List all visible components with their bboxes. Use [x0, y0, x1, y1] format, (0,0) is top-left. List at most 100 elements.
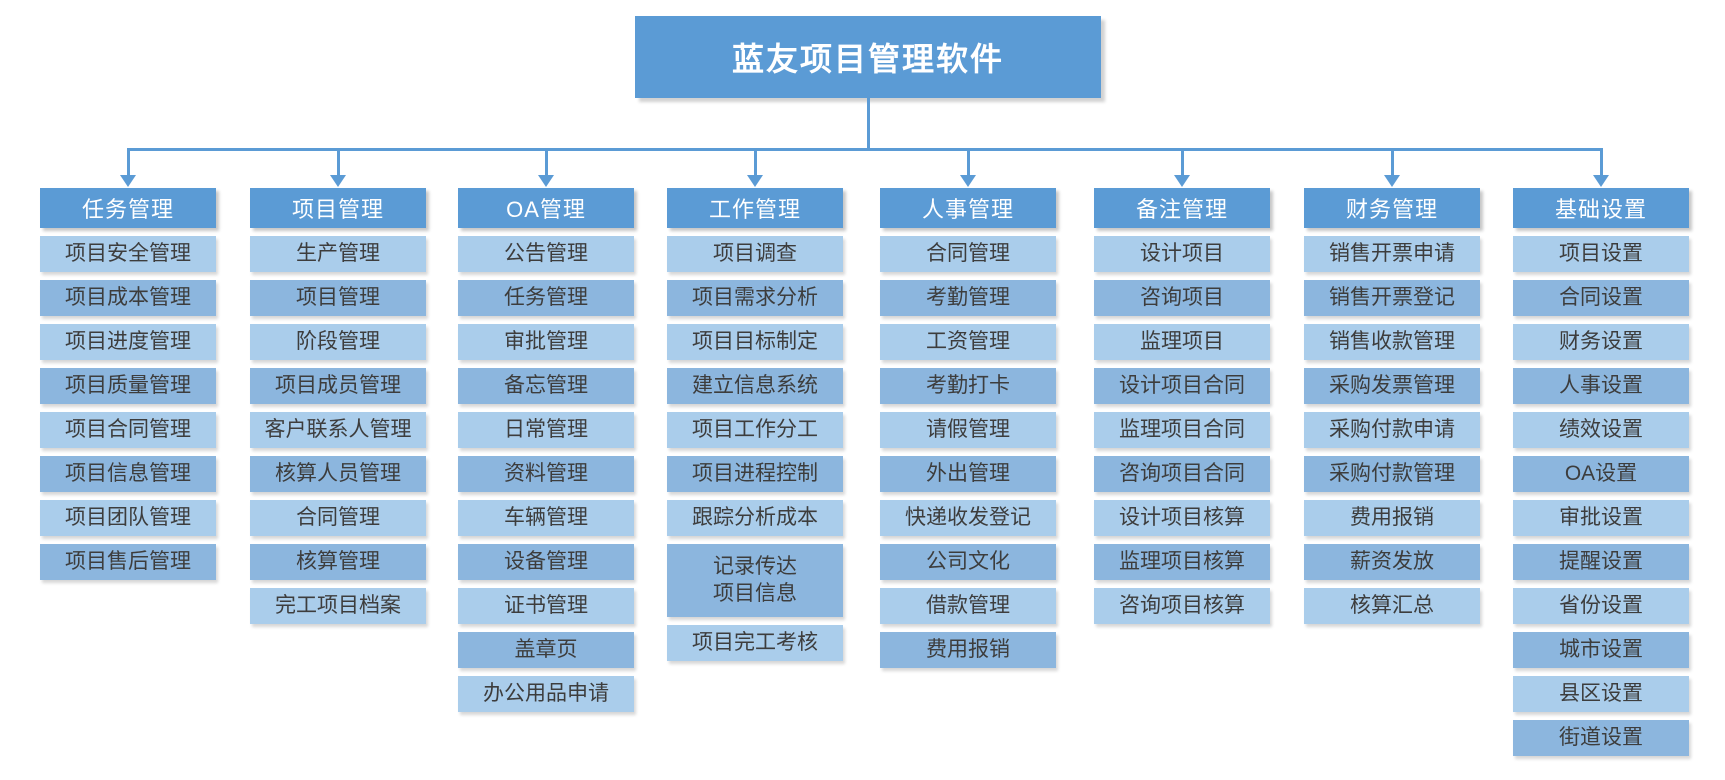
item-box: 项目进程控制	[667, 456, 843, 492]
item-box: 考勤管理	[880, 280, 1056, 316]
item-box: 项目质量管理	[40, 368, 216, 404]
column-7: 财务管理销售开票申请销售开票登记销售收款管理采购发票管理采购付款申请采购付款管理…	[1304, 188, 1480, 624]
item-box: 绩效设置	[1513, 412, 1689, 448]
item-box: 薪资发放	[1304, 544, 1480, 580]
item-box: 财务设置	[1513, 324, 1689, 360]
item-box: 采购付款管理	[1304, 456, 1480, 492]
item-box: 项目成本管理	[40, 280, 216, 316]
item-box: 备忘管理	[458, 368, 634, 404]
item-box: 建立信息系统	[667, 368, 843, 404]
item-box: 完工项目档案	[250, 588, 426, 624]
item-box: 跟踪分析成本	[667, 500, 843, 536]
column-header: 基础设置	[1513, 188, 1689, 228]
horizontal-rail-line	[126, 148, 1603, 151]
item-box: 阶段管理	[250, 324, 426, 360]
item-box: 项目设置	[1513, 236, 1689, 272]
item-box: 设备管理	[458, 544, 634, 580]
column-header: 工作管理	[667, 188, 843, 228]
item-box: 借款管理	[880, 588, 1056, 624]
item-box: 证书管理	[458, 588, 634, 624]
item-box: 合同管理	[880, 236, 1056, 272]
item-box: 请假管理	[880, 412, 1056, 448]
branch-drop-line	[1180, 148, 1184, 177]
item-box: 项目管理	[250, 280, 426, 316]
item-box: 考勤打卡	[880, 368, 1056, 404]
item-box: 外出管理	[880, 456, 1056, 492]
branch-drop-line	[126, 148, 130, 177]
item-box: 合同管理	[250, 500, 426, 536]
item-box: 咨询项目合同	[1094, 456, 1270, 492]
item-box: 销售开票申请	[1304, 236, 1480, 272]
item-box: 项目合同管理	[40, 412, 216, 448]
arrow-down-icon	[960, 175, 976, 187]
item-box: 街道设置	[1513, 720, 1689, 756]
branch-drop-line	[1599, 148, 1603, 177]
arrow-down-icon	[330, 175, 346, 187]
arrow-down-icon	[120, 175, 136, 187]
item-box: 人事设置	[1513, 368, 1689, 404]
item-box: 记录传达 项目信息	[667, 544, 843, 617]
item-box: 监理项目核算	[1094, 544, 1270, 580]
item-box: 合同设置	[1513, 280, 1689, 316]
column-header: OA管理	[458, 188, 634, 228]
item-box: 审批管理	[458, 324, 634, 360]
item-box: 快递收发登记	[880, 500, 1056, 536]
item-box: 客户联系人管理	[250, 412, 426, 448]
branch-drop-line	[753, 148, 757, 177]
arrow-down-icon	[1384, 175, 1400, 187]
column-3: OA管理公告管理任务管理审批管理备忘管理日常管理资料管理车辆管理设备管理证书管理…	[458, 188, 634, 712]
item-box: 设计项目	[1094, 236, 1270, 272]
item-box: 公告管理	[458, 236, 634, 272]
item-box: 工资管理	[880, 324, 1056, 360]
item-box: 城市设置	[1513, 632, 1689, 668]
item-box: 资料管理	[458, 456, 634, 492]
item-box: 项目进度管理	[40, 324, 216, 360]
branch-drop-line	[966, 148, 970, 177]
branch-drop-line	[1390, 148, 1394, 177]
item-box: 盖章页	[458, 632, 634, 668]
item-box: 审批设置	[1513, 500, 1689, 536]
item-box: 车辆管理	[458, 500, 634, 536]
item-box: 任务管理	[458, 280, 634, 316]
column-header: 人事管理	[880, 188, 1056, 228]
item-box: 采购付款申请	[1304, 412, 1480, 448]
item-box: 公司文化	[880, 544, 1056, 580]
item-box: 费用报销	[880, 632, 1056, 668]
item-box: 费用报销	[1304, 500, 1480, 536]
column-4: 工作管理项目调查项目需求分析项目目标制定建立信息系统项目工作分工项目进程控制跟踪…	[667, 188, 843, 661]
item-box: 项目成员管理	[250, 368, 426, 404]
item-box: 项目工作分工	[667, 412, 843, 448]
item-box: 核算管理	[250, 544, 426, 580]
item-box: 省份设置	[1513, 588, 1689, 624]
column-header: 备注管理	[1094, 188, 1270, 228]
item-box: 咨询项目核算	[1094, 588, 1270, 624]
item-box: 监理项目合同	[1094, 412, 1270, 448]
column-1: 任务管理项目安全管理项目成本管理项目进度管理项目质量管理项目合同管理项目信息管理…	[40, 188, 216, 580]
item-box: 核算汇总	[1304, 588, 1480, 624]
item-box: 设计项目合同	[1094, 368, 1270, 404]
arrow-down-icon	[747, 175, 763, 187]
item-box: 办公用品申请	[458, 676, 634, 712]
item-box: 销售收款管理	[1304, 324, 1480, 360]
arrow-down-icon	[1174, 175, 1190, 187]
branch-drop-line	[336, 148, 340, 177]
title-stem-line	[866, 98, 870, 151]
arrow-down-icon	[1593, 175, 1609, 187]
item-box: 项目完工考核	[667, 625, 843, 661]
item-box: 提醒设置	[1513, 544, 1689, 580]
column-header: 项目管理	[250, 188, 426, 228]
item-box: 销售开票登记	[1304, 280, 1480, 316]
column-5: 人事管理合同管理考勤管理工资管理考勤打卡请假管理外出管理快递收发登记公司文化借款…	[880, 188, 1056, 668]
column-6: 备注管理设计项目咨询项目监理项目设计项目合同监理项目合同咨询项目合同设计项目核算…	[1094, 188, 1270, 624]
item-box: 项目目标制定	[667, 324, 843, 360]
item-box: 项目团队管理	[40, 500, 216, 536]
item-box: 项目售后管理	[40, 544, 216, 580]
item-box: 生产管理	[250, 236, 426, 272]
item-box: 项目需求分析	[667, 280, 843, 316]
item-box: 咨询项目	[1094, 280, 1270, 316]
item-box: 县区设置	[1513, 676, 1689, 712]
item-box: 采购发票管理	[1304, 368, 1480, 404]
item-box: 项目信息管理	[40, 456, 216, 492]
